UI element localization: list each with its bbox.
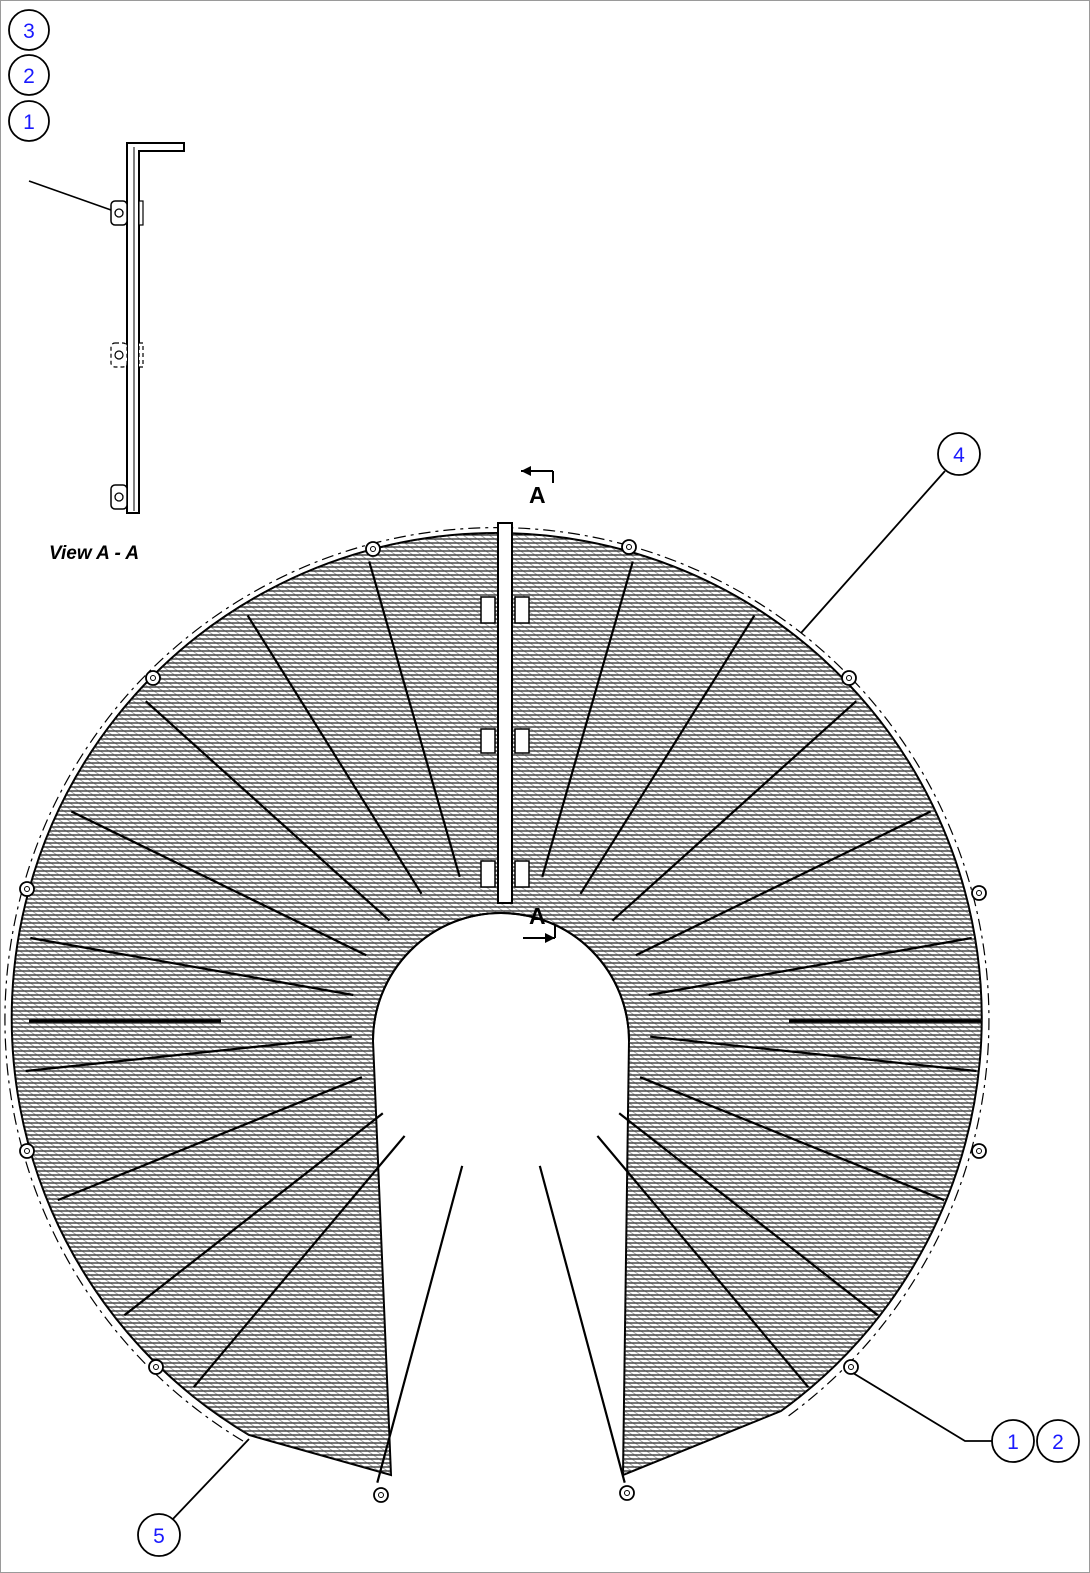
center-support-bar [480, 522, 530, 904]
guard-rib-16 [376, 1165, 464, 1483]
guard-rib-17 [538, 1165, 626, 1483]
guard-rib-3 [30, 936, 354, 997]
leader-line-1-2 [852, 1372, 993, 1442]
view-leader-line [28, 180, 112, 211]
callout-2-label: 2 [1052, 1431, 1064, 1454]
mounting-hole-9 [153, 1364, 159, 1370]
leader-line-4 [800, 470, 946, 634]
callout-3-label: 3 [23, 20, 35, 43]
guard-rib-4 [70, 810, 367, 957]
view-a-a-detail: View A - A [28, 142, 185, 564]
callout-2-stack[interactable]: 2 [8, 54, 50, 96]
section-label-bottom: A [529, 903, 546, 929]
mounting-hole-5 [24, 886, 30, 892]
guard-mesh-texture [11, 533, 982, 1475]
mounting-hole-2 [626, 544, 632, 550]
guard-rib-18 [596, 1135, 810, 1388]
section-label-top: A [529, 482, 546, 508]
callout-5[interactable]: 5 [137, 1513, 181, 1557]
mounting-hole-10 [848, 1364, 854, 1370]
guard-rib-13 [650, 1035, 977, 1073]
callout-3[interactable]: 3 [8, 9, 50, 51]
guard-rib-19 [123, 1112, 384, 1317]
mounting-hole-8 [976, 1148, 982, 1154]
guard-rib-10 [611, 700, 857, 922]
callout-1-stack-label: 1 [23, 111, 35, 134]
guard-rib-20 [618, 1112, 879, 1317]
guard-rib-5 [145, 700, 391, 922]
callout-5-label: 5 [153, 1525, 165, 1548]
callout-2-stack-label: 2 [23, 65, 35, 88]
mounting-hole-1 [370, 546, 376, 552]
callout-4[interactable]: 4 [937, 432, 981, 476]
guard-rib-6 [246, 615, 423, 895]
guard-ribs [25, 561, 977, 1483]
callout-1-label: 1 [1007, 1431, 1019, 1454]
guard-rib-15 [192, 1135, 406, 1388]
callout-4-label: 4 [953, 444, 965, 467]
mounting-hole-3 [150, 675, 156, 681]
guard-rib-8 [541, 561, 634, 878]
callout-1[interactable]: 1 [991, 1419, 1035, 1463]
mounting-hole-4 [846, 675, 852, 681]
guard-rib-2 [25, 1035, 352, 1073]
section-marker-top: A [521, 466, 554, 508]
section-marker-bottom: A [523, 903, 556, 943]
guard-rib-9 [579, 615, 756, 895]
mounting-hole-11 [378, 1492, 384, 1498]
view-label: View A - A [49, 543, 139, 564]
mounting-hole-6 [976, 890, 982, 896]
guard-rib-1 [57, 1076, 363, 1202]
callout-2[interactable]: 2 [1036, 1419, 1080, 1463]
mounting-hole-12 [624, 1490, 630, 1496]
guard-outer-dashed-edge [4, 527, 990, 1442]
guard-mounting-tabs [19, 539, 987, 1503]
guard-rib-7 [368, 561, 461, 878]
leader-line-5 [170, 1438, 250, 1522]
mounting-hole-7 [24, 1148, 30, 1154]
guard-rib-12 [648, 936, 972, 997]
guard-rib-11 [635, 810, 932, 957]
guard-inner-edge [372, 912, 630, 1042]
screen-guard [4, 527, 990, 1503]
callout-1-stack[interactable]: 1 [8, 100, 50, 142]
guard-rib-14 [639, 1076, 945, 1202]
